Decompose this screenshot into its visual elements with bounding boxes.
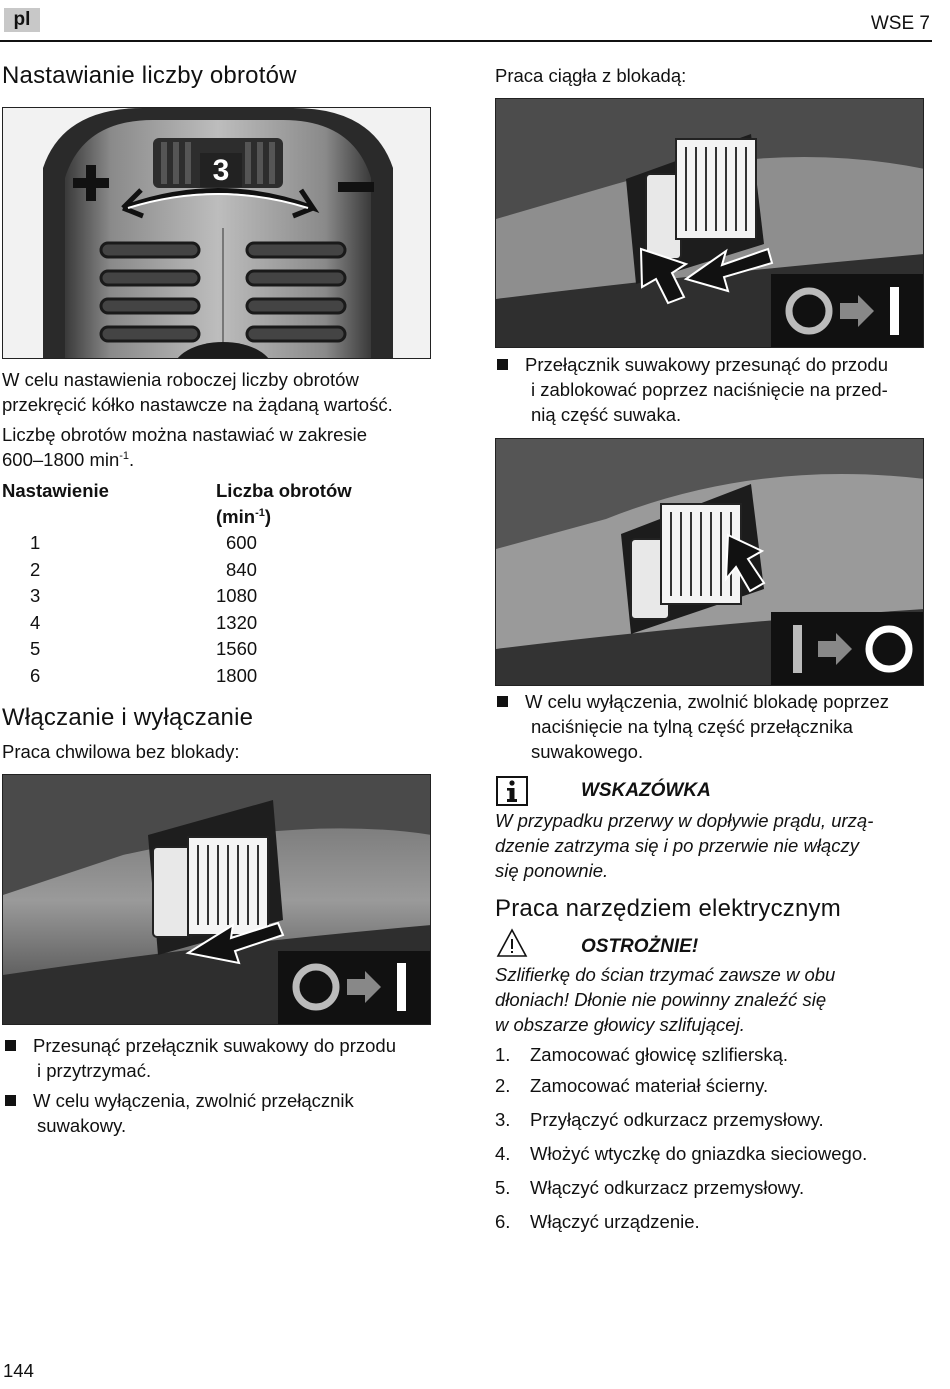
model-label: WSE 7: [870, 13, 930, 34]
info-icon: [496, 776, 528, 806]
table-header-setting: Nastawienie: [2, 480, 109, 501]
bullet-momentary-1: Przesunąć przełącznik suwakowy do przodu…: [5, 1033, 435, 1083]
dial-number: 3: [213, 154, 230, 187]
arrow-right-icon: [818, 633, 852, 665]
off-icon: [865, 625, 913, 673]
off-icon: [785, 287, 833, 335]
caution-text: Szlifierkę do ścian trzymać zawsze w obu…: [495, 964, 836, 1035]
section-title-speed: Nastawianie liczby obrotów: [2, 62, 297, 89]
figure-momentary-switch: [2, 774, 431, 1025]
speed-paragraph-1: W celu nastawienia roboczej liczby obrot…: [2, 369, 393, 415]
arrow-right-icon: [840, 295, 874, 327]
arrow-right-icon: [347, 971, 381, 1003]
warning-icon: [496, 928, 528, 963]
bullet-continuous-1: Przełącznik suwakowy przesunąć do przodu…: [497, 352, 927, 427]
header-rule: [0, 40, 932, 42]
off-icon: [292, 963, 340, 1011]
minus-icon: [338, 182, 374, 192]
bullet-unlock: W celu wyłączenia, zwolnić blokadę poprz…: [497, 689, 927, 764]
section-title-switching: Włączanie i wyłączanie: [2, 704, 254, 731]
plus-icon: [73, 165, 109, 201]
figure-continuous-lock: [495, 98, 924, 348]
page-number: 144: [3, 1360, 34, 1381]
note-title: WSKAZÓWKA: [581, 780, 711, 801]
on-icon: [397, 963, 406, 1011]
continuous-subtitle: Praca ciągła z blokadą:: [495, 65, 687, 86]
speed-paragraph-2: Liczbę obrotów można nastawiać w zakresi…: [2, 424, 368, 470]
language-badge: pl: [4, 8, 40, 32]
bullet-momentary-2: W celu wyłączenia, zwolnić przełącznik s…: [5, 1088, 435, 1138]
table-header-rpm: Liczba obrotów: [216, 480, 352, 501]
figure-unlock: [495, 438, 924, 686]
note-text: W przypadku przerwy w dopływie prądu, ur…: [495, 810, 874, 881]
caution-title: OSTROŻNIE!: [581, 936, 699, 957]
momentary-subtitle: Praca chwilowa bez blokady:: [2, 741, 240, 762]
on-icon: [890, 287, 899, 335]
figure-speed-dial: 3: [2, 107, 431, 359]
on-icon: [793, 625, 802, 673]
section-title-operation: Praca narzędziem elektrycznym: [495, 895, 841, 922]
